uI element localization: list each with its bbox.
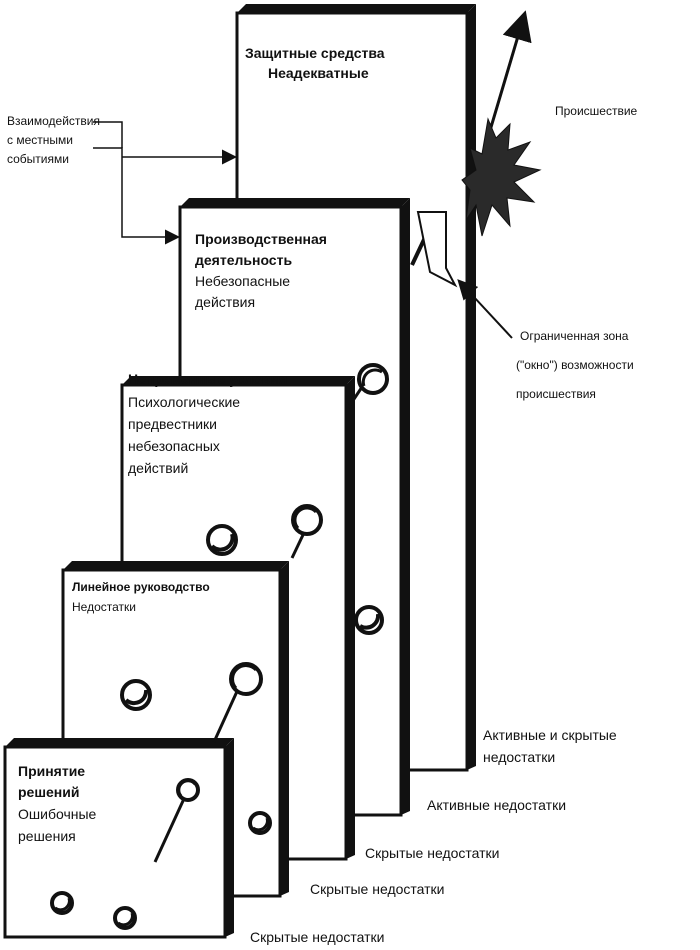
hole (293, 506, 321, 534)
production-subtitle-2: действия (195, 293, 255, 312)
line-management-base-label: Скрытые недостатки (310, 880, 445, 899)
production-base-label: Активные недостатки (427, 796, 566, 815)
window-label-3: происшествия (516, 385, 596, 404)
production-title-2: деятельность (195, 251, 292, 270)
production-title-1: Производственная (195, 230, 327, 249)
hole (52, 893, 72, 913)
decision-subtitle-1: Ошибочные (18, 805, 96, 824)
line-management-subtitle: Недостатки (72, 598, 136, 617)
production-subtitle-1: Небезопасные (195, 272, 290, 291)
preconditions-title: Непременные условия (128, 370, 287, 389)
hole (359, 365, 387, 393)
window-label-1: Ограниченная зона (520, 327, 628, 346)
hole (208, 526, 236, 554)
interactions-label-1: Взаимодействия (7, 112, 100, 131)
defenses-base-label-text: Активные и скрытые недостатки (483, 724, 633, 768)
hole (178, 780, 198, 800)
preconditions-subtitle-2: предвестники (128, 415, 217, 434)
defenses-subtitle: Неадекватные (268, 64, 369, 83)
decision-base-label: Скрытые недостатки (250, 928, 385, 947)
decision-title-1: Принятие (18, 762, 85, 781)
incident-label: Происшествие (555, 102, 637, 121)
hole (122, 681, 150, 709)
preconditions-base-label: Скрытые недостатки (365, 844, 500, 863)
hole (250, 813, 270, 833)
hole (115, 908, 135, 928)
preconditions-subtitle-4: действий (128, 459, 188, 478)
defenses-base-label: Активные и скрытые недостатки (483, 724, 633, 768)
hole (231, 664, 261, 694)
preconditions-subtitle-3: небезопасных (128, 437, 220, 456)
decision-title-2: решений (18, 783, 79, 802)
defenses-title: Защитные средства (245, 44, 385, 63)
decision-subtitle-2: решения (18, 827, 76, 846)
window-label-2: ("окно") возможности (516, 356, 634, 375)
preconditions-subtitle-1: Психологические (128, 393, 240, 412)
line-management-title: Линейное руководство (72, 578, 210, 597)
interactions-label-3: событиями (7, 150, 69, 169)
hole (356, 607, 382, 633)
interactions-label-2: с местными (7, 131, 73, 150)
